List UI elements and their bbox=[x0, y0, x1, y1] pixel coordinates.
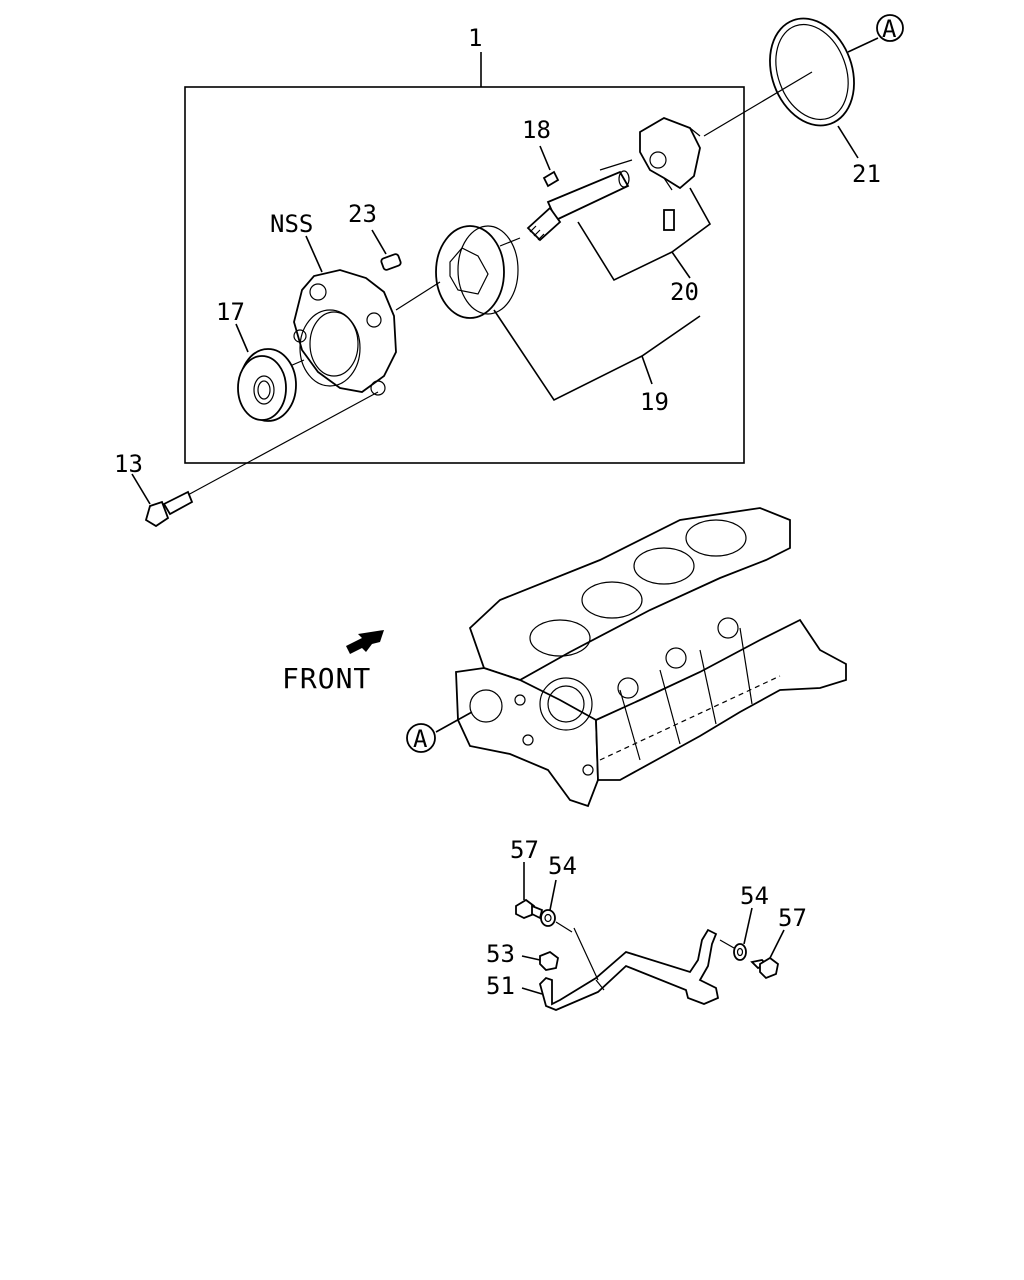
oil-seal-part-17 bbox=[237, 348, 297, 422]
pin-part bbox=[663, 209, 675, 231]
svg-text:A: A bbox=[882, 15, 897, 43]
nut-part-53 bbox=[539, 950, 559, 971]
callout-1: 1 bbox=[468, 24, 482, 52]
drive-shaft bbox=[526, 170, 630, 242]
assembly-frame bbox=[184, 86, 745, 464]
callout-19: 19 bbox=[640, 388, 669, 416]
outer-rotor-part-19 bbox=[435, 225, 519, 319]
bolt-part-13 bbox=[144, 490, 194, 528]
cylinder-block bbox=[455, 507, 847, 808]
callout-23: 23 bbox=[348, 200, 377, 228]
callout-51: 51 bbox=[486, 972, 515, 1000]
callout-nss: NSS bbox=[270, 210, 313, 238]
callout-18: 18 bbox=[522, 116, 551, 144]
callout-17: 17 bbox=[216, 298, 245, 326]
reference-mark-a-block bbox=[406, 723, 436, 753]
callout-54-right: 54 bbox=[740, 882, 769, 910]
oil-strainer-pipe-51 bbox=[538, 927, 720, 1011]
callout-57-left: 57 bbox=[510, 836, 539, 864]
pump-housing-nss bbox=[293, 269, 397, 396]
dowel-part-23 bbox=[380, 253, 402, 271]
callout-20: 20 bbox=[670, 278, 699, 306]
front-label: FRONT bbox=[282, 662, 371, 695]
bolt-part-57-left bbox=[515, 898, 544, 920]
callout-21: 21 bbox=[852, 160, 881, 188]
callout-54-left: 54 bbox=[548, 852, 577, 880]
bolt-part-57-right bbox=[750, 956, 779, 980]
callout-57-right: 57 bbox=[778, 904, 807, 932]
inner-rotor-part-20 bbox=[639, 117, 701, 191]
washer-part-54-left bbox=[540, 909, 556, 927]
washer-part-54-right bbox=[733, 943, 747, 961]
callout-53: 53 bbox=[486, 940, 515, 968]
oil-pump-assembly-group: 1 21 A 18 bbox=[184, 14, 904, 497]
svg-text:A: A bbox=[413, 725, 428, 753]
callout-13: 13 bbox=[114, 450, 143, 478]
reference-mark-a-top bbox=[876, 14, 904, 42]
key-part-18 bbox=[542, 170, 560, 188]
front-direction-arrow-icon bbox=[346, 630, 384, 654]
